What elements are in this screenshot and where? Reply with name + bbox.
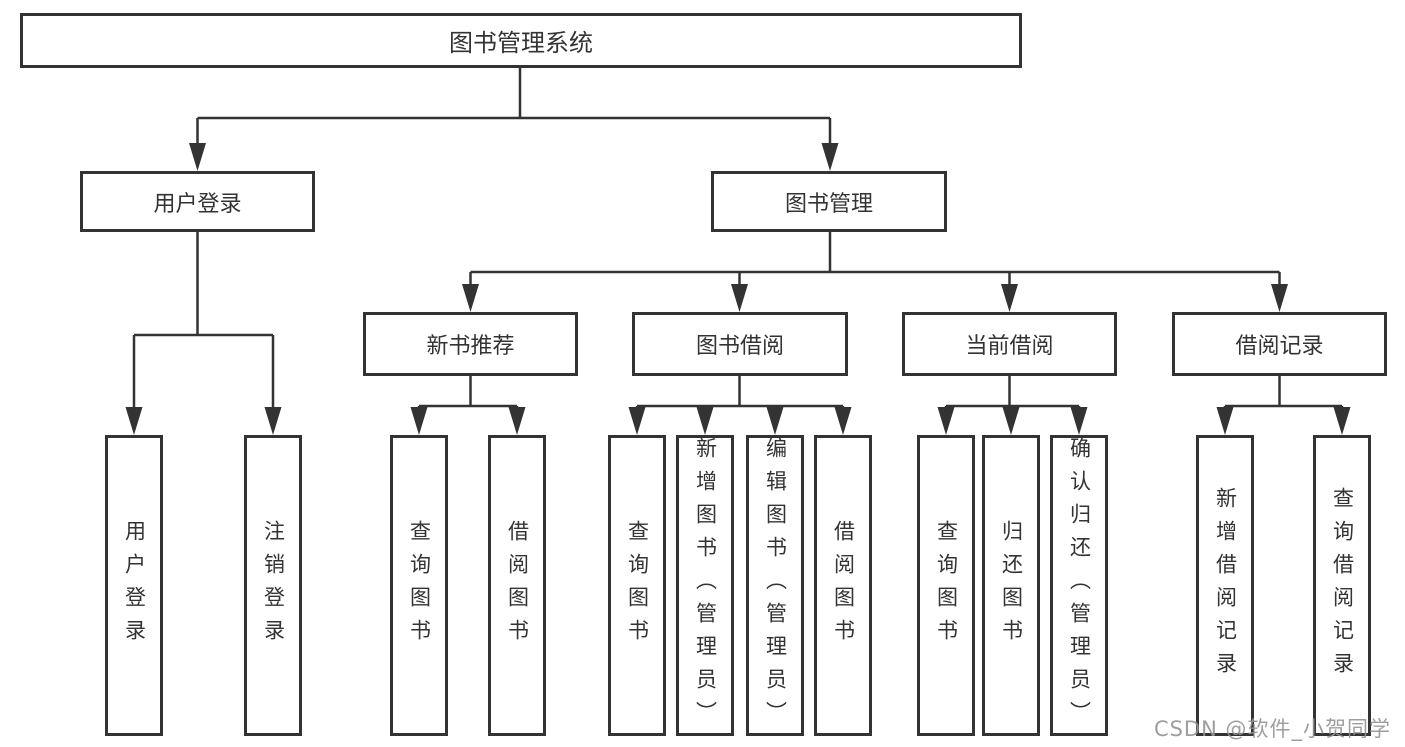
arrow-to-current-borrowing xyxy=(1001,284,1018,312)
arrow-to-book-borrowing xyxy=(731,284,748,312)
leaf-bb-add-books-admin: 新增图书（管理员） xyxy=(676,435,734,736)
arrow-to-borrowing-records xyxy=(1271,284,1288,312)
node-label: 借阅记录 xyxy=(1235,334,1324,359)
node-label: 图书管理系统 xyxy=(449,29,593,57)
arrow-to-leaf-bb-borrow xyxy=(834,407,852,435)
arrow-to-new-book-recommend xyxy=(462,284,479,312)
leaf-br-query-record: 查询借阅记录 xyxy=(1313,435,1371,736)
arrow-to-leaf-cb-query xyxy=(937,407,955,435)
leaf-label: 注销登录 xyxy=(261,519,286,652)
arrowheads xyxy=(125,143,1351,435)
leaf-label: 编辑图书（管理员） xyxy=(763,437,788,734)
leaf-cb-return-books: 归还图书 xyxy=(982,435,1040,736)
node-label: 图书借阅 xyxy=(695,334,784,359)
node-book-management: 图书管理 xyxy=(711,171,947,232)
node-label: 当前借阅 xyxy=(965,334,1054,359)
leaf-label: 确认归还（管理员） xyxy=(1067,437,1092,734)
leaf-label: 新增图书（管理员） xyxy=(693,437,718,734)
arrow-to-user-login xyxy=(189,143,206,171)
leaf-cb-confirm-return-admin: 确认归还（管理员） xyxy=(1050,435,1108,736)
node-label: 用户登录 xyxy=(153,191,242,217)
leaf-logout: 注销登录 xyxy=(244,435,302,736)
node-user-login: 用户登录 xyxy=(80,171,315,232)
node-current-borrowing: 当前借阅 xyxy=(902,312,1117,376)
leaf-label: 查询借阅记录 xyxy=(1330,486,1355,685)
node-label: 图书管理 xyxy=(784,191,873,217)
arrow-to-leaf-nbr-borrow xyxy=(508,407,526,435)
node-borrowing-records: 借阅记录 xyxy=(1172,312,1387,376)
arrow-to-leaf-bb-edit xyxy=(766,407,784,435)
leaf-user-login: 用户登录 xyxy=(105,435,163,736)
leaf-nbr-query-books: 查询图书 xyxy=(390,435,448,736)
leaf-bb-edit-books-admin: 编辑图书（管理员） xyxy=(746,435,804,736)
arrow-to-leaf-br-query xyxy=(1333,407,1351,435)
node-library-management-system: 图书管理系统 xyxy=(20,13,1022,68)
leaf-bb-query-books: 查询图书 xyxy=(608,435,666,736)
leaf-label: 新增借阅记录 xyxy=(1213,486,1238,685)
arrow-to-leaf-br-add xyxy=(1216,407,1234,435)
node-new-book-recommend: 新书推荐 xyxy=(363,312,578,376)
leaf-bb-borrow-books: 借阅图书 xyxy=(814,435,872,736)
leaf-nbr-borrow-books: 借阅图书 xyxy=(488,435,546,736)
leaf-label: 借阅图书 xyxy=(505,519,530,652)
node-label: 新书推荐 xyxy=(426,334,515,359)
arrow-to-leaf-bb-add xyxy=(696,407,714,435)
arrow-to-leaf-cb-confirm xyxy=(1070,407,1088,435)
arrow-to-leaf-user-login xyxy=(125,407,143,435)
arrow-to-book-management xyxy=(821,143,839,171)
node-book-borrowing: 图书借阅 xyxy=(632,312,848,376)
arrow-to-leaf-bb-query xyxy=(628,407,646,435)
leaf-label: 归还图书 xyxy=(999,519,1024,652)
leaf-label: 借阅图书 xyxy=(831,519,856,652)
leaf-br-add-record: 新增借阅记录 xyxy=(1196,435,1254,736)
arrow-to-leaf-logout xyxy=(264,407,282,435)
leaf-label: 查询图书 xyxy=(625,519,650,652)
leaf-label: 用户登录 xyxy=(122,519,147,652)
csdn-watermark: CSDN @软件_小贺同学 xyxy=(1153,717,1391,741)
arrow-to-leaf-cb-return xyxy=(1002,407,1020,435)
leaf-label: 查询图书 xyxy=(407,519,432,652)
leaf-cb-query-books: 查询图书 xyxy=(917,435,975,736)
arrow-to-leaf-nbr-query xyxy=(410,407,428,435)
leaf-label: 查询图书 xyxy=(934,519,959,652)
